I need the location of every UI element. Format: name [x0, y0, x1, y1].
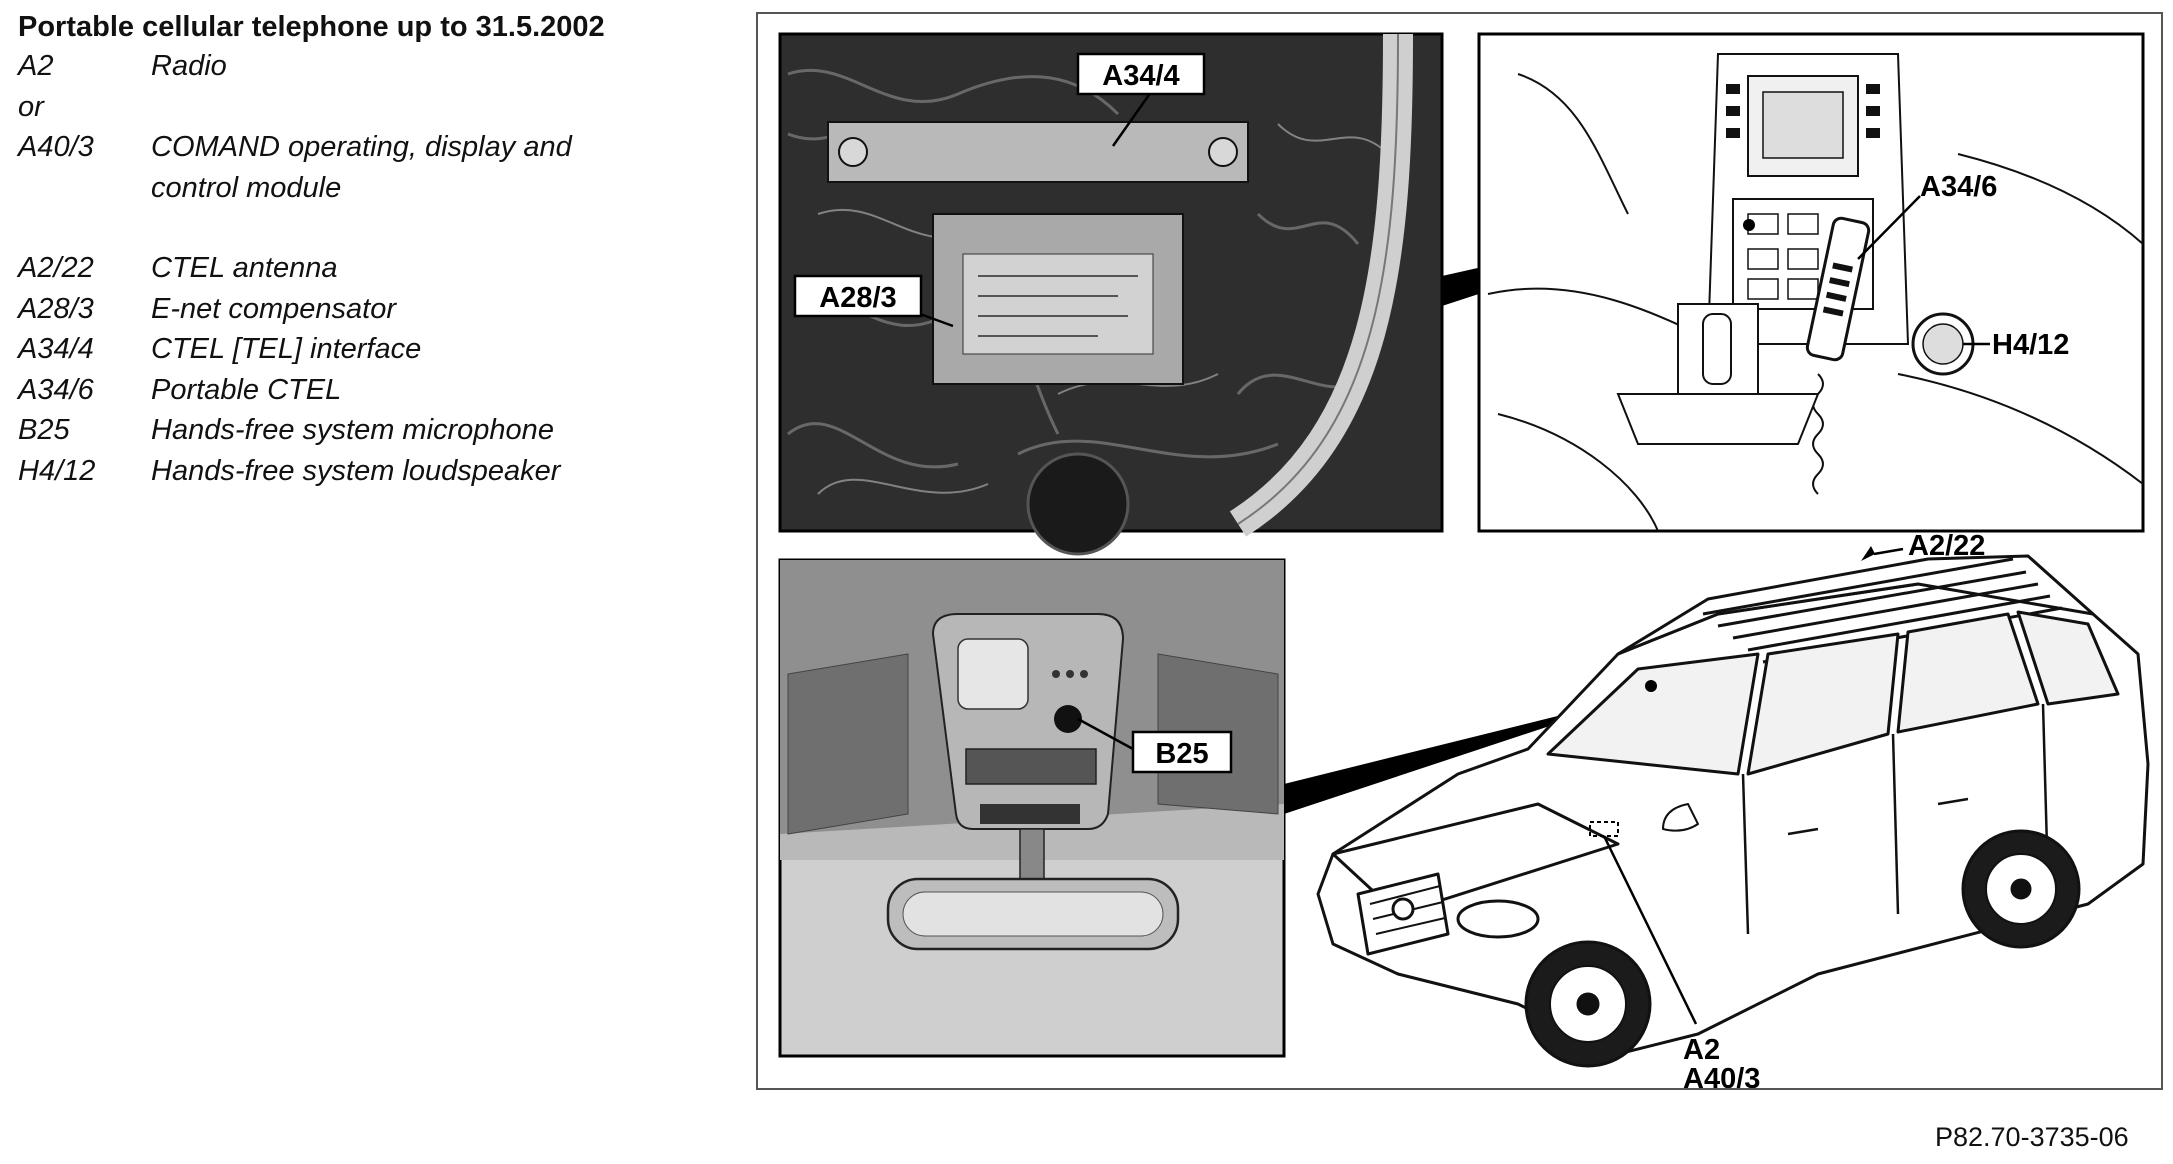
- legend-code: A34/4: [18, 333, 94, 365]
- legend-row: B25 Hands-free system microphone: [18, 410, 738, 451]
- callout-a34-6: A34/6: [1920, 171, 1997, 203]
- legend-description: CTEL [TEL] interface: [151, 333, 422, 365]
- figure-illustration: A34/4 A28/3: [778, 32, 2150, 1088]
- legend-row: A28/3 E-net compensator: [18, 289, 738, 330]
- legend-code: A2/22: [18, 252, 94, 284]
- callout-h4-12: H4/12: [1992, 329, 2069, 361]
- legend-code: A2: [18, 50, 54, 82]
- callout-a34-4: A34/4: [1102, 60, 1179, 92]
- legend-code: B25: [18, 414, 70, 446]
- figure-frame: A34/4 A28/3: [756, 12, 2163, 1090]
- leader-a2: [1602, 835, 1698, 1025]
- legend-description: COMAND operating, display and: [151, 131, 572, 163]
- legend-description: E-net compensator: [151, 292, 397, 325]
- panel-interface-photo: A34/4 A28/3: [778, 32, 1444, 556]
- legend-row: A40/3 COMAND operating, display and: [18, 127, 738, 168]
- callout-a28-3: A28/3: [819, 282, 896, 314]
- legend-row: control module: [18, 168, 738, 209]
- legend-row: A34/6 Portable CTEL: [18, 370, 738, 411]
- callout-a40-3: A40/3: [1683, 1063, 1760, 1088]
- panel-overhead-console: B25: [778, 558, 1286, 1058]
- legend-description: CTEL antenna: [151, 252, 338, 284]
- legend-code: H4/12: [18, 454, 96, 487]
- figure-reference-number: P82.70-3735-06: [1935, 1122, 2129, 1152]
- callout-a2-22: A2/22: [1908, 530, 1985, 562]
- legend-description: [151, 87, 738, 128]
- legend-code: A34/6: [18, 373, 94, 406]
- legend-row: A2/22 CTEL antenna: [18, 248, 738, 289]
- callout-a2: A2: [1683, 1034, 1720, 1066]
- legend-description: Portable CTEL: [151, 373, 342, 406]
- legend-row: A34/4 CTEL [TEL] interface: [18, 329, 738, 370]
- legend-code: A40/3: [18, 131, 94, 163]
- legend: Portable cellular telephone up to 31.5.2…: [18, 8, 738, 491]
- legend-code: A28/3: [18, 292, 94, 325]
- panel-dashboard-drawing: A34/6 H4/12: [1477, 32, 2145, 533]
- callout-b25: B25: [1155, 738, 1208, 770]
- legend-description: Hands-free system loudspeaker: [151, 454, 561, 487]
- legend-description: Hands-free system microphone: [151, 414, 554, 446]
- legend-gap: [18, 208, 738, 248]
- interior-point-marker: [1645, 680, 1657, 692]
- legend-row: or: [18, 87, 738, 128]
- legend-row: H4/12 Hands-free system loudspeaker: [18, 451, 738, 492]
- legend-title: Portable cellular telephone up to 31.5.2…: [18, 11, 605, 43]
- legend-description: Radio: [151, 50, 227, 82]
- leader-a2-22: [1861, 546, 1904, 561]
- legend-row: A2 Radio: [18, 46, 738, 87]
- legend-description: control module: [151, 171, 342, 204]
- panel-vehicle-drawing: [1316, 554, 2150, 1068]
- legend-code: [18, 168, 151, 209]
- legend-code: or: [18, 90, 44, 123]
